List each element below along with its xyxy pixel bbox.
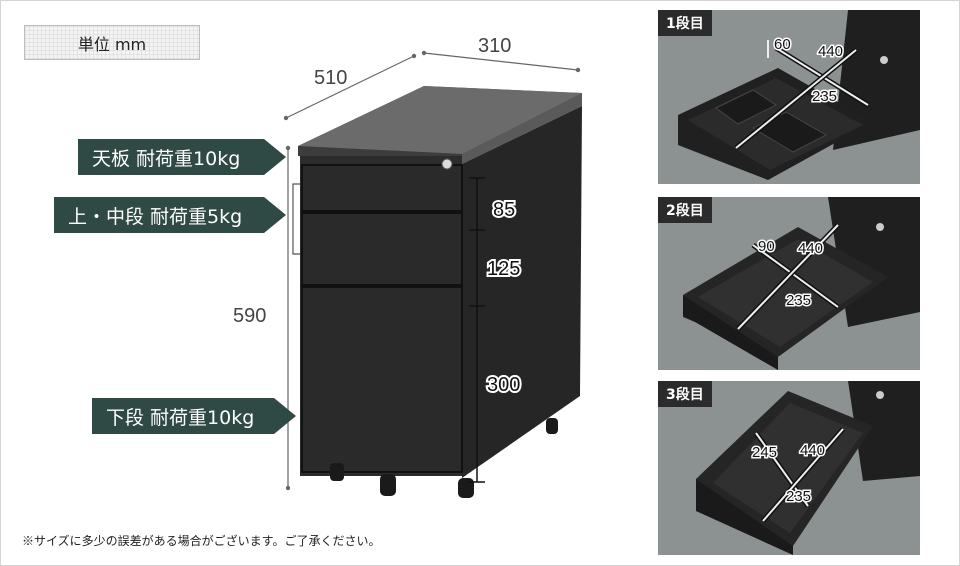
drawer-height-top: 85 (493, 199, 515, 221)
caster-front-right (458, 478, 474, 498)
tag-top-plate: 天板 耐荷重10kg (78, 139, 286, 175)
panel-2-width: 235 (786, 292, 811, 309)
drawer-3-photo: 245 440 235 (658, 381, 920, 555)
drawer-top (301, 164, 463, 212)
panel-1-height: 60 (774, 36, 791, 53)
drawer-panel-2: 90 440 235 2段目 (658, 197, 920, 370)
tag-top-plate-text: 天板 耐荷重10kg (92, 147, 241, 170)
cabinet-side (462, 106, 582, 478)
width-label: 310 (478, 35, 511, 57)
panel-1-title: 1段目 (658, 10, 712, 36)
unit-label: 単位 mm (24, 25, 200, 60)
drawer-height-bottom: 300 (487, 374, 520, 396)
panel-3-title: 3段目 (658, 381, 712, 407)
drawer-middle (301, 212, 463, 286)
caster-front-left (330, 463, 344, 481)
cabinet-diagram: 510 310 590 85 125 300 (233, 35, 582, 498)
panel-3-width: 235 (786, 488, 811, 505)
panel-3-height: 245 (752, 444, 777, 461)
drawer-height-middle: 125 (487, 258, 520, 280)
tag-upper-middle-text: 上・中段 耐荷重5kg (68, 205, 243, 228)
panel-2-height: 90 (758, 238, 775, 255)
caster-back (546, 418, 558, 434)
panel-1-width: 235 (812, 88, 837, 105)
height-label: 590 (233, 305, 266, 327)
disclaimer-note: ※サイズに多少の誤差がある場合がございます。ご了承ください。 (22, 534, 381, 548)
depth-label: 510 (314, 67, 347, 89)
tag-upper-middle: 上・中段 耐荷重5kg (54, 197, 286, 233)
drawer-2-photo: 90 440 235 (658, 197, 920, 370)
lock-icon (441, 158, 453, 170)
panel-1-depth: 440 (818, 43, 843, 60)
drawer-panel-3: 245 440 235 3段目 (658, 381, 920, 555)
panel-2-depth: 440 (798, 240, 823, 257)
drawer-panel-1: 60 440 235 1段目 (658, 10, 920, 184)
caster-front-mid (380, 474, 396, 496)
tag-lower-text: 下段 耐荷重10kg (106, 406, 255, 429)
panel-3-depth: 440 (800, 442, 825, 459)
drawer-1-photo: 60 440 235 (658, 10, 920, 184)
drawer-bottom (301, 286, 463, 473)
panel-2-title: 2段目 (658, 197, 712, 223)
tag-lower: 下段 耐荷重10kg (92, 398, 296, 434)
